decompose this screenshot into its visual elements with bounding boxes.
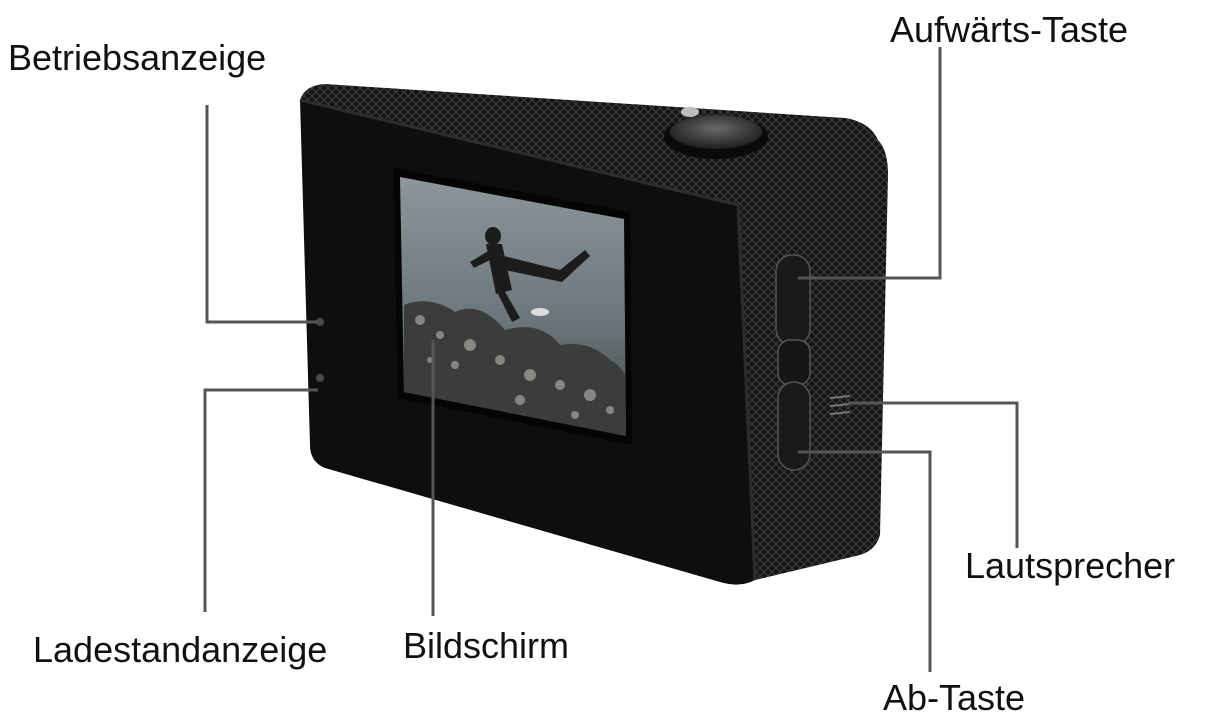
line-charge-indicator <box>203 388 318 612</box>
up-button-shape <box>775 254 811 346</box>
label-screen: Bildschirm <box>403 625 570 666</box>
label-down-button: Ab-Taste <box>883 677 1026 718</box>
label-power-indicator: Betriebsanzeige <box>8 37 267 78</box>
middle-button-shape <box>777 339 811 386</box>
label-speaker: Lautsprecher <box>965 545 1176 586</box>
line-up-button <box>798 47 942 280</box>
power-indicator-light <box>316 318 324 326</box>
down-button-shape <box>777 381 811 471</box>
label-charge-indicator: Ladestandanzeige <box>33 629 328 670</box>
callout-lines <box>203 47 1019 672</box>
label-up-button: Aufwärts-Taste <box>890 9 1129 50</box>
reef-shape <box>404 301 626 436</box>
indicator-lights <box>316 318 324 382</box>
camera-top-face <box>300 84 878 207</box>
shutter-button <box>664 107 768 159</box>
camera-side-face <box>738 140 888 580</box>
line-down-button <box>798 450 932 672</box>
line-speaker <box>848 401 1019 548</box>
screen <box>393 168 632 445</box>
line-power-indicator <box>205 105 318 324</box>
charge-indicator-light <box>316 374 324 382</box>
diver-icon <box>470 227 590 322</box>
speaker-grille <box>829 395 851 415</box>
